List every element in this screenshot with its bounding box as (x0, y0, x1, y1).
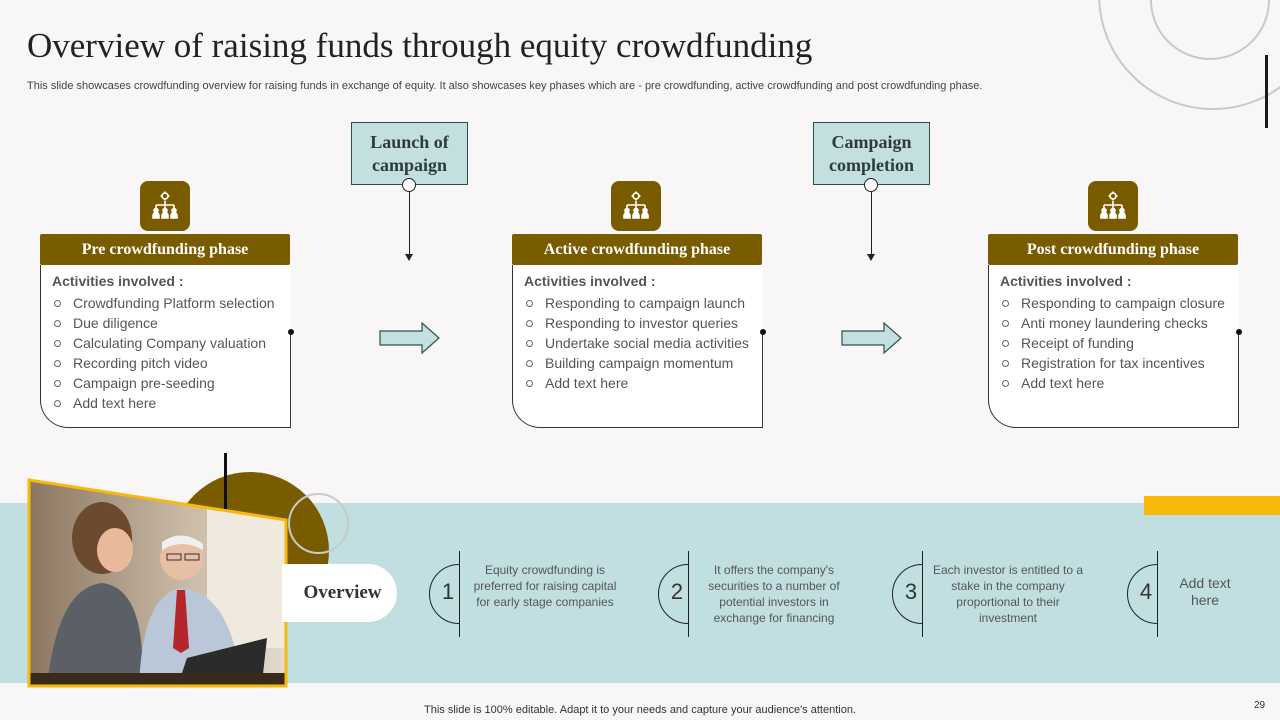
list-item: Undertake social media activities (524, 333, 762, 353)
list-item: Responding to investor queries (524, 313, 762, 333)
card-dot (1236, 329, 1242, 335)
phase-card-active: Activities involved : Responding to camp… (512, 265, 766, 428)
card-dot (288, 329, 294, 335)
network-settings-icon (140, 181, 190, 231)
milestone-connector (409, 185, 410, 255)
activities-title: Activities involved : (1000, 273, 1132, 289)
phase-card-post: Activities involved : Responding to camp… (988, 265, 1242, 428)
list-item: Building campaign momentum (524, 353, 762, 373)
overview-number: 4 (1139, 579, 1153, 604)
slide-title: Overview of raising funds through equity… (27, 26, 813, 65)
slide-subtitle: This slide showcases crowdfunding overvi… (27, 80, 983, 92)
milestone-launch-of-campaign: Launch of campaign (351, 122, 468, 185)
network-settings-icon (1088, 181, 1138, 231)
overview-label: Overview (282, 564, 397, 622)
list-item: Add text here (524, 373, 762, 393)
overview-number: 2 (670, 579, 684, 604)
footer-text: This slide is 100% editable. Adapt it to… (424, 704, 856, 716)
list-item: Campaign pre-seeding (52, 373, 290, 393)
list-item: Add text here (1000, 373, 1238, 393)
list-item: Due diligence (52, 313, 290, 333)
flow-arrow-right (379, 322, 440, 354)
milestone-arrowhead (867, 254, 875, 261)
overview-text: Each investor is entitled to a stake in … (932, 563, 1084, 625)
phase-card-pre: Activities involved : Crowdfunding Platf… (40, 265, 294, 428)
activities-title: Activities involved : (524, 273, 656, 289)
list-item: Crowdfunding Platform selection (52, 293, 290, 313)
milestone-arrowhead (405, 254, 413, 261)
card-dot (760, 329, 766, 335)
list-item: Registration for tax incentives (1000, 353, 1238, 373)
page-number: 29 (1254, 700, 1266, 711)
people-at-laptop-photo (27, 478, 288, 688)
overview-number: 3 (904, 579, 918, 604)
milestone-campaign-completion: Campaign completion (813, 122, 930, 185)
overview-text: Equity crowdfunding is preferred for rai… (473, 563, 617, 609)
overview-text: It offers the company's securities to a … (708, 563, 840, 625)
decorative-black-line (224, 453, 227, 515)
phase-header-pre: Pre crowdfunding phase (40, 234, 290, 265)
list-item: Calculating Company valuation (52, 333, 290, 353)
flow-arrow-right (841, 322, 902, 354)
milestone-connector (871, 185, 872, 255)
decorative-yellow-bar (1144, 496, 1280, 515)
decorative-vertical-bar (1265, 55, 1268, 128)
decorative-gray-ring (288, 493, 349, 554)
overview-number: 1 (441, 579, 455, 604)
list-item: Anti money laundering checks (1000, 313, 1238, 333)
list-item: Responding to campaign launch (524, 293, 762, 313)
activities-title: Activities involved : (52, 273, 184, 289)
phase-header-post: Post crowdfunding phase (988, 234, 1238, 265)
list-item: Receipt of funding (1000, 333, 1238, 353)
milestone-dot (402, 178, 416, 192)
list-item: Recording pitch video (52, 353, 290, 373)
list-item: Add text here (52, 393, 290, 413)
network-settings-icon (611, 181, 661, 231)
milestone-dot (864, 178, 878, 192)
overview-text: Add text here (1179, 575, 1231, 608)
phase-header-active: Active crowdfunding phase (512, 234, 762, 265)
list-item: Responding to campaign closure (1000, 293, 1238, 313)
